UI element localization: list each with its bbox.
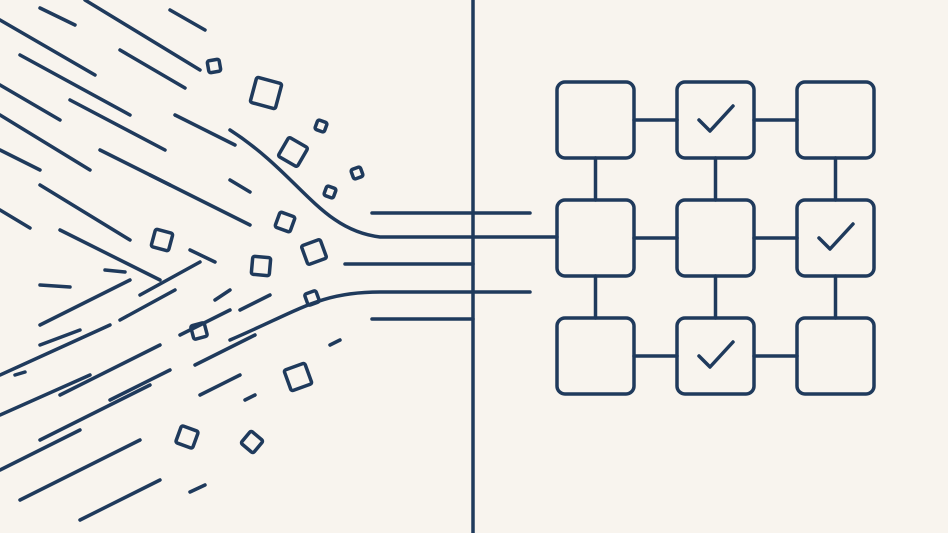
scattered-square bbox=[299, 237, 329, 267]
scattered-dash bbox=[58, 343, 162, 397]
scattered-dash bbox=[83, 0, 202, 72]
scattered-dash bbox=[58, 228, 162, 282]
scattered-dash bbox=[148, 173, 252, 227]
scattered-square bbox=[349, 165, 365, 181]
scattered-dash bbox=[0, 208, 32, 230]
scattered-dash bbox=[38, 183, 132, 242]
scattered-dash bbox=[68, 98, 167, 152]
checkmark-icon bbox=[697, 104, 735, 133]
scattered-dash bbox=[118, 288, 177, 322]
scattered-dash bbox=[38, 278, 132, 327]
scattered-square bbox=[248, 75, 284, 111]
scattered-dash bbox=[193, 333, 257, 367]
scattered-dash bbox=[243, 393, 257, 402]
scattered-dash bbox=[213, 288, 232, 302]
scattered-dash bbox=[0, 428, 82, 472]
grid-box bbox=[675, 316, 756, 396]
converging-line bbox=[228, 128, 559, 239]
scattered-square bbox=[189, 321, 209, 341]
scattered-dash bbox=[238, 293, 272, 312]
scattered-dash bbox=[0, 113, 92, 172]
scattered-dash bbox=[0, 83, 62, 122]
grid-box bbox=[675, 198, 756, 278]
scattered-dash bbox=[38, 6, 77, 27]
scattered-dash bbox=[18, 438, 142, 502]
grid-box bbox=[795, 80, 876, 160]
scattered-square bbox=[322, 184, 338, 200]
grid-box bbox=[795, 316, 876, 396]
scattered-dash bbox=[328, 338, 342, 347]
scattered-dash bbox=[118, 48, 187, 90]
scattered-square bbox=[239, 429, 265, 455]
scattered-dash bbox=[0, 373, 92, 417]
scattered-dash bbox=[103, 268, 127, 274]
scattered-dash bbox=[0, 148, 42, 172]
scattered-dash bbox=[168, 8, 207, 32]
scattered-dash bbox=[13, 370, 27, 377]
scattered-square bbox=[149, 227, 175, 253]
scattered-dash bbox=[0, 323, 112, 377]
scattered-dash bbox=[173, 113, 237, 147]
scattered-dash bbox=[108, 368, 172, 402]
scattered-square bbox=[205, 57, 223, 75]
scattered-square bbox=[276, 135, 310, 169]
scattered-square bbox=[273, 210, 297, 234]
grid-box bbox=[675, 80, 756, 160]
converging-lines-group bbox=[228, 128, 559, 342]
grid-box bbox=[555, 80, 636, 160]
checkbox-grid bbox=[555, 80, 876, 396]
scattered-lines-group bbox=[0, 0, 365, 522]
grid-box bbox=[555, 316, 636, 396]
scattered-dash bbox=[138, 260, 202, 297]
scattered-dash bbox=[38, 383, 152, 442]
scattered-dash bbox=[0, 18, 97, 77]
scattered-dash bbox=[18, 53, 132, 117]
scattered-square bbox=[174, 424, 200, 450]
checkmark-icon bbox=[697, 340, 735, 369]
grid-box bbox=[795, 198, 876, 278]
converging-line bbox=[228, 290, 532, 342]
scattered-dash bbox=[38, 283, 72, 289]
scattered-dash bbox=[228, 178, 252, 194]
scattered-square bbox=[249, 254, 273, 278]
grid-box bbox=[555, 198, 636, 278]
scattered-dash bbox=[198, 373, 242, 397]
checkmark-icon bbox=[817, 222, 855, 251]
scattered-dash bbox=[78, 478, 162, 522]
scattered-dash bbox=[38, 328, 82, 347]
scattered-dash bbox=[188, 248, 217, 264]
scattered-square bbox=[282, 361, 314, 393]
scattered-dash bbox=[188, 483, 207, 494]
scattered-square bbox=[313, 118, 329, 134]
